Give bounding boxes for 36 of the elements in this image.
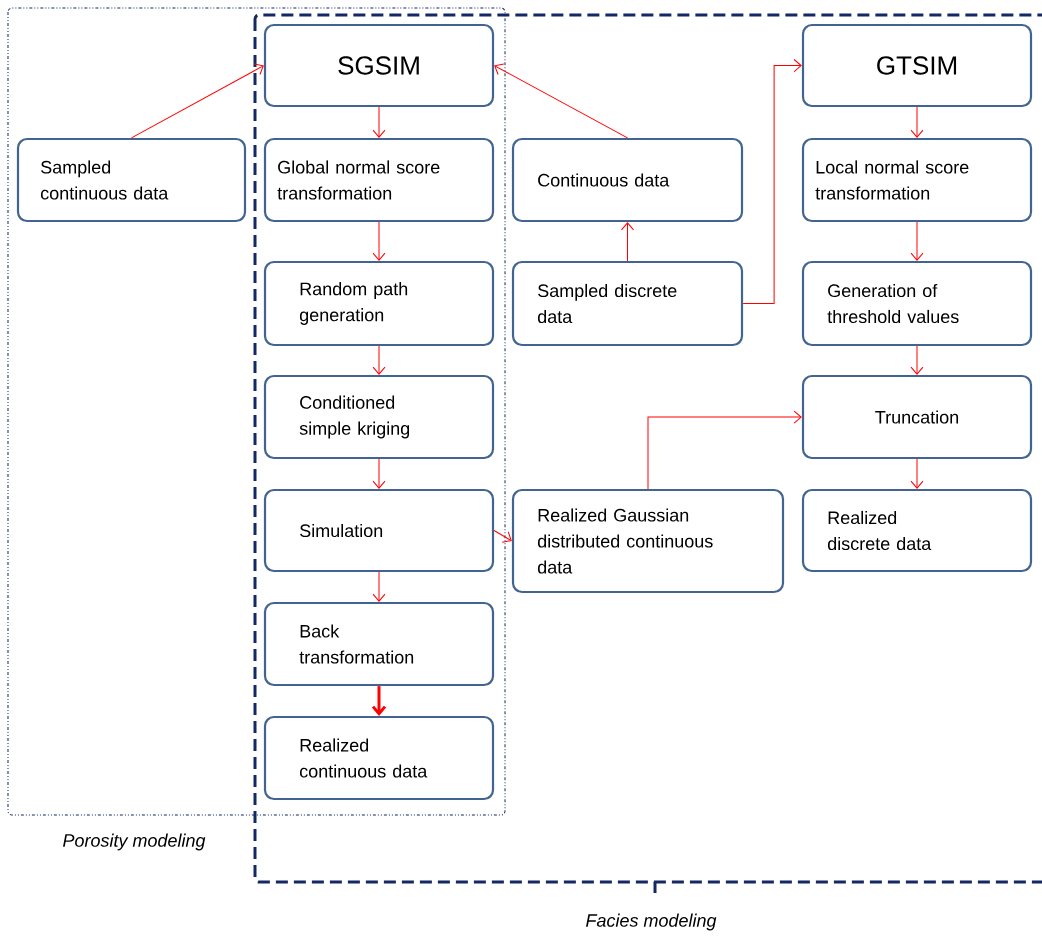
arrow: [372, 458, 386, 489]
process-box: GTSIM: [801, 23, 1033, 108]
arrow: [372, 106, 386, 138]
group-label: Facies modeling: [586, 913, 717, 931]
arrow: [742, 59, 802, 304]
process-box: Sampled discrete data: [511, 260, 744, 347]
arrow: [131, 63, 264, 139]
arrow: [910, 106, 924, 138]
process-box: Realized discrete data: [801, 488, 1033, 573]
process-box: Realized Gaussian distributed continuous data: [511, 488, 785, 594]
arrow: [371, 686, 387, 716]
process-box: Continuous data: [511, 137, 744, 223]
process-box: Conditioned simple kriging: [263, 374, 495, 460]
arrow: [621, 222, 634, 262]
arrow: [910, 458, 924, 489]
arrow: [493, 530, 512, 543]
process-box: SGSIM: [263, 23, 495, 108]
process-box: Sampled continuous data: [16, 137, 247, 223]
process-box: Realized continuous data: [263, 715, 495, 801]
process-box: Truncation: [801, 374, 1033, 460]
arrow: [372, 345, 386, 375]
group-frame: [253, 13, 1042, 893]
arrow: [372, 571, 386, 602]
process-box: Simulation: [263, 488, 495, 573]
process-box: Random path generation: [263, 260, 495, 347]
arrow: [910, 345, 924, 375]
process-box: Local normal score transformation: [801, 137, 1033, 223]
process-box: Back transformation: [263, 601, 495, 687]
group-label: Porosity modeling: [63, 833, 206, 851]
arrow: [494, 63, 628, 139]
arrow: [372, 221, 386, 261]
process-box: Global normal score transformation: [263, 137, 495, 223]
process-box: Generation of threshold values: [801, 260, 1033, 347]
group-frame: [7, 7, 506, 816]
arrow: [910, 221, 924, 261]
arrow: [647, 410, 802, 490]
